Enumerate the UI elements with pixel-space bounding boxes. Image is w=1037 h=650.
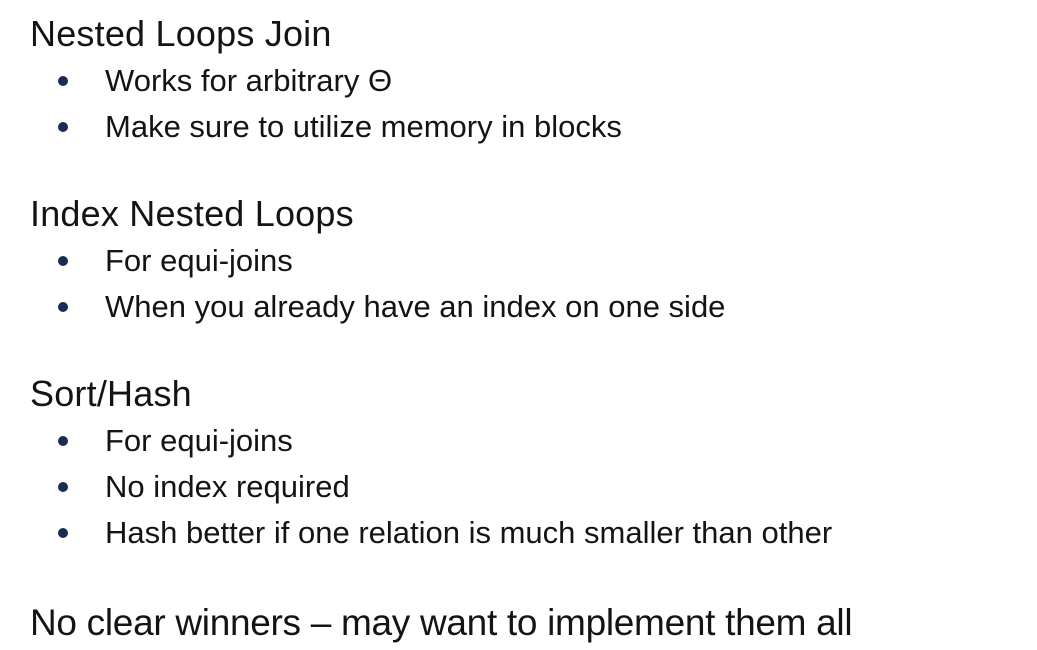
section-sort-hash: Sort/Hash For equi-joins No index requir… xyxy=(30,370,1017,556)
section-index-nested-loops: Index Nested Loops For equi-joins When y… xyxy=(30,190,1017,330)
section-nested-loops-join: Nested Loops Join Works for arbitrary Θ … xyxy=(30,10,1017,150)
bullet-dot-icon xyxy=(58,76,68,86)
bullet-item: For equi-joins xyxy=(30,418,1017,464)
bullet-item: For equi-joins xyxy=(30,238,1017,284)
bullet-item: When you already have an index on one si… xyxy=(30,284,1017,330)
bullet-dot-icon xyxy=(58,528,68,538)
bullet-text: For equi-joins xyxy=(105,423,293,458)
bullet-text: Make sure to utilize memory in blocks xyxy=(105,109,622,144)
section-heading: Sort/Hash xyxy=(30,373,192,414)
bullet-dot-icon xyxy=(58,302,68,312)
bullet-list: For equi-joins No index required Hash be… xyxy=(30,418,1017,556)
section-heading: Nested Loops Join xyxy=(30,13,332,54)
bullet-item: Works for arbitrary Θ xyxy=(30,58,1017,104)
section-heading: Index Nested Loops xyxy=(30,193,354,234)
bullet-text: For equi-joins xyxy=(105,243,293,278)
bullet-item: No index required xyxy=(30,464,1017,510)
bullet-dot-icon xyxy=(58,436,68,446)
bullet-dot-icon xyxy=(58,482,68,492)
bullet-dot-icon xyxy=(58,122,68,132)
bullet-text: No index required xyxy=(105,469,350,504)
bullet-dot-icon xyxy=(58,256,68,266)
bullet-item: Make sure to utilize memory in blocks xyxy=(30,104,1017,150)
bullet-text: When you already have an index on one si… xyxy=(105,289,726,324)
bullet-list: For equi-joins When you already have an … xyxy=(30,238,1017,330)
bullet-text: Works for arbitrary Θ xyxy=(105,63,393,98)
bullet-list: Works for arbitrary Θ Make sure to utili… xyxy=(30,58,1017,150)
bullet-text: Hash better if one relation is much smal… xyxy=(105,515,833,550)
closing-line: No clear winners – may want to implement… xyxy=(30,602,853,643)
bullet-item: Hash better if one relation is much smal… xyxy=(30,510,1017,556)
